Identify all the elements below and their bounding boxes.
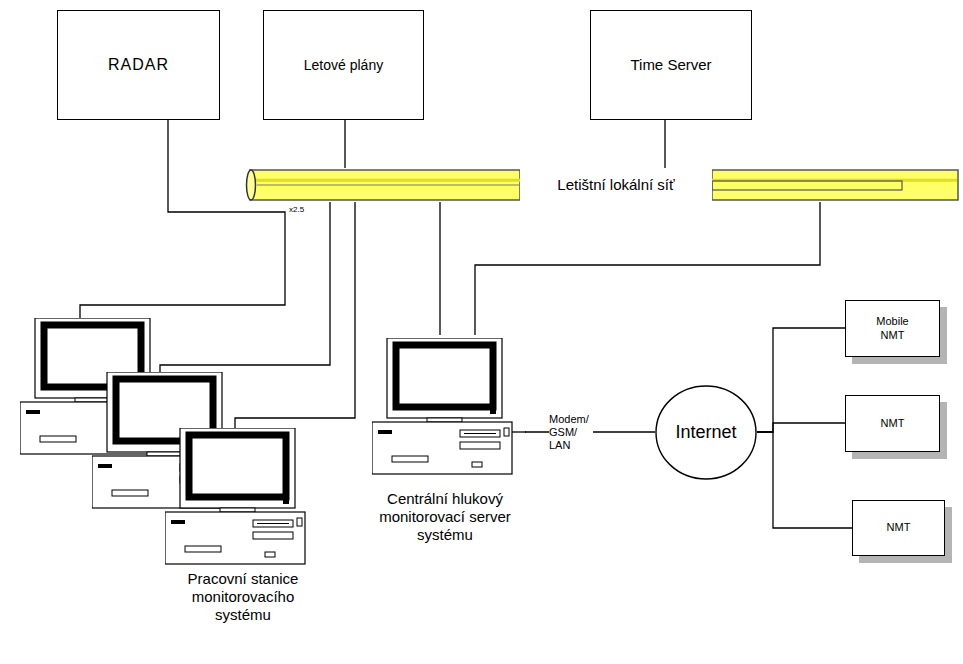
node-text: Letové plány <box>304 57 383 74</box>
workstation-group: Pracovní stanice monitorovacího systému <box>8 312 322 628</box>
link-type-label: x2.5 <box>289 205 304 215</box>
nmt-box: NMT <box>852 500 945 556</box>
network-link <box>439 202 440 335</box>
network-link <box>80 120 285 312</box>
node-text: Mobile NMT <box>868 315 918 341</box>
network-link <box>475 202 820 335</box>
network-link <box>344 120 345 168</box>
computer-leads <box>80 312 526 432</box>
network-link <box>757 432 852 528</box>
lan-pipe: Letištní lokální síť <box>245 168 960 202</box>
time-server-box: Time Server <box>590 10 752 120</box>
network-link <box>322 202 355 418</box>
workstation-computers <box>20 318 305 564</box>
server-computer <box>372 338 512 474</box>
node-text: Pracovní stanice monitorovacího systému <box>168 570 318 624</box>
node-text: NMT <box>881 417 905 430</box>
network-link <box>757 423 845 432</box>
nmt-box: NMT <box>845 395 940 452</box>
node-text: Internet <box>675 422 736 444</box>
node-text: Centrální hlukový monitorovací server sy… <box>370 490 520 544</box>
nmt-box: Mobile NMT <box>845 300 940 357</box>
link-label: Modem/ GSM/ LAN <box>549 413 593 453</box>
flight-plan-box: Letové plány <box>263 10 424 120</box>
internet-cloud: Internet <box>655 385 757 480</box>
node-text: Time Server <box>630 56 711 74</box>
node-text: RADAR <box>108 55 169 74</box>
network-link <box>757 328 845 432</box>
network-link <box>322 202 330 365</box>
node-text: Letištní lokální síť <box>520 168 712 202</box>
radar-box: RADAR <box>57 10 220 120</box>
server-group: Centrální hlukový monitorovací server sy… <box>365 335 525 567</box>
node-text: NMT <box>887 521 911 534</box>
network-link <box>664 120 665 168</box>
